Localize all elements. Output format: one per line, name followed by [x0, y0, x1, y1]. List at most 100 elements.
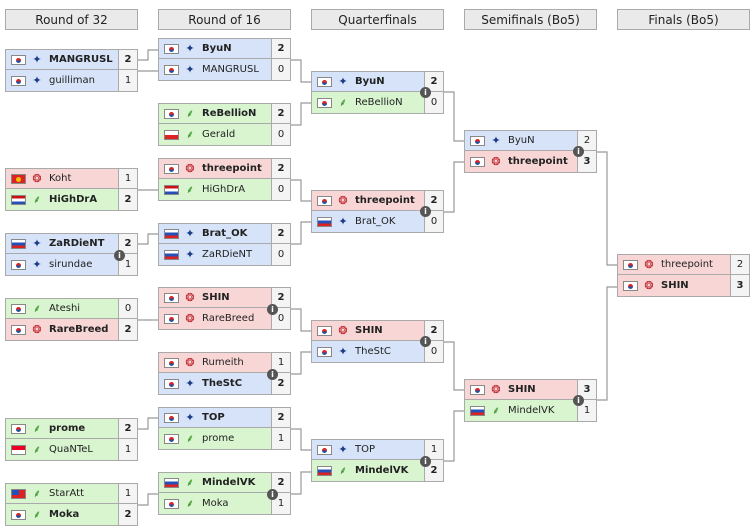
player-name[interactable]: QuaNTeL — [49, 444, 93, 455]
player-name[interactable]: threepoint — [202, 163, 262, 174]
player-name[interactable]: HiGhDrA — [202, 184, 246, 195]
match-info-icon[interactable]: i — [114, 250, 125, 261]
match-info-icon[interactable]: i — [573, 395, 584, 406]
player-name[interactable]: guilliman — [49, 75, 96, 86]
player-name[interactable]: Ateshi — [49, 303, 81, 314]
player-name[interactable]: MANGRUSL — [202, 64, 259, 75]
player-name[interactable]: RareBreed — [49, 324, 109, 335]
player-name[interactable]: TheStC — [355, 346, 391, 357]
player-name[interactable]: Koht — [49, 173, 72, 184]
player-name[interactable]: Brat_OK — [202, 228, 248, 239]
player-name[interactable]: ZaRDieNT — [49, 238, 105, 249]
match-info-icon[interactable]: i — [267, 304, 278, 315]
player-name[interactable]: SHIN — [661, 280, 689, 291]
player-name[interactable]: threepoint — [355, 195, 415, 206]
player-name[interactable]: Moka — [202, 498, 229, 509]
player-name[interactable]: SHIN — [355, 325, 383, 336]
player-name[interactable]: sirundae — [49, 259, 93, 270]
match-info-icon[interactable]: i — [420, 206, 431, 217]
player-name[interactable]: Brat_OK — [355, 216, 396, 227]
player-name[interactable]: TOP — [202, 412, 225, 423]
match-info-icon[interactable]: i — [420, 87, 431, 98]
player-name[interactable]: ByuN — [202, 43, 232, 54]
player-name[interactable]: TheStC — [202, 378, 243, 389]
player-name[interactable]: prome — [202, 433, 235, 444]
player-name[interactable]: ByuN — [355, 76, 385, 87]
player-name[interactable]: SHIN — [202, 292, 230, 303]
match-info-icon[interactable]: i — [267, 369, 278, 380]
player-name[interactable]: StarAtt — [49, 488, 85, 499]
player-name[interactable]: prome — [49, 423, 86, 434]
player-name[interactable]: RareBreed — [202, 313, 255, 324]
player-name[interactable]: MindelVK — [355, 465, 409, 476]
player-name[interactable]: threepoint — [661, 259, 713, 270]
player-name[interactable]: ByuN — [508, 135, 535, 146]
match-info-icon[interactable]: i — [573, 146, 584, 157]
match-info-icon[interactable]: i — [420, 456, 431, 467]
player-name[interactable]: ReBellioN — [202, 108, 257, 119]
player-name[interactable]: SHIN — [508, 384, 536, 395]
player-name[interactable]: TOP — [355, 444, 376, 455]
player-name[interactable]: MindelVK — [508, 405, 555, 416]
player-name[interactable]: Moka — [49, 509, 80, 520]
player-name[interactable]: Gerald — [202, 129, 236, 140]
player-name[interactable]: MindelVK — [202, 477, 256, 488]
player-name[interactable]: threepoint — [508, 156, 568, 167]
match-info-icon[interactable]: i — [420, 336, 431, 347]
player-name[interactable]: ReBellioN — [355, 97, 403, 108]
match-info-icon[interactable]: i — [267, 489, 278, 500]
